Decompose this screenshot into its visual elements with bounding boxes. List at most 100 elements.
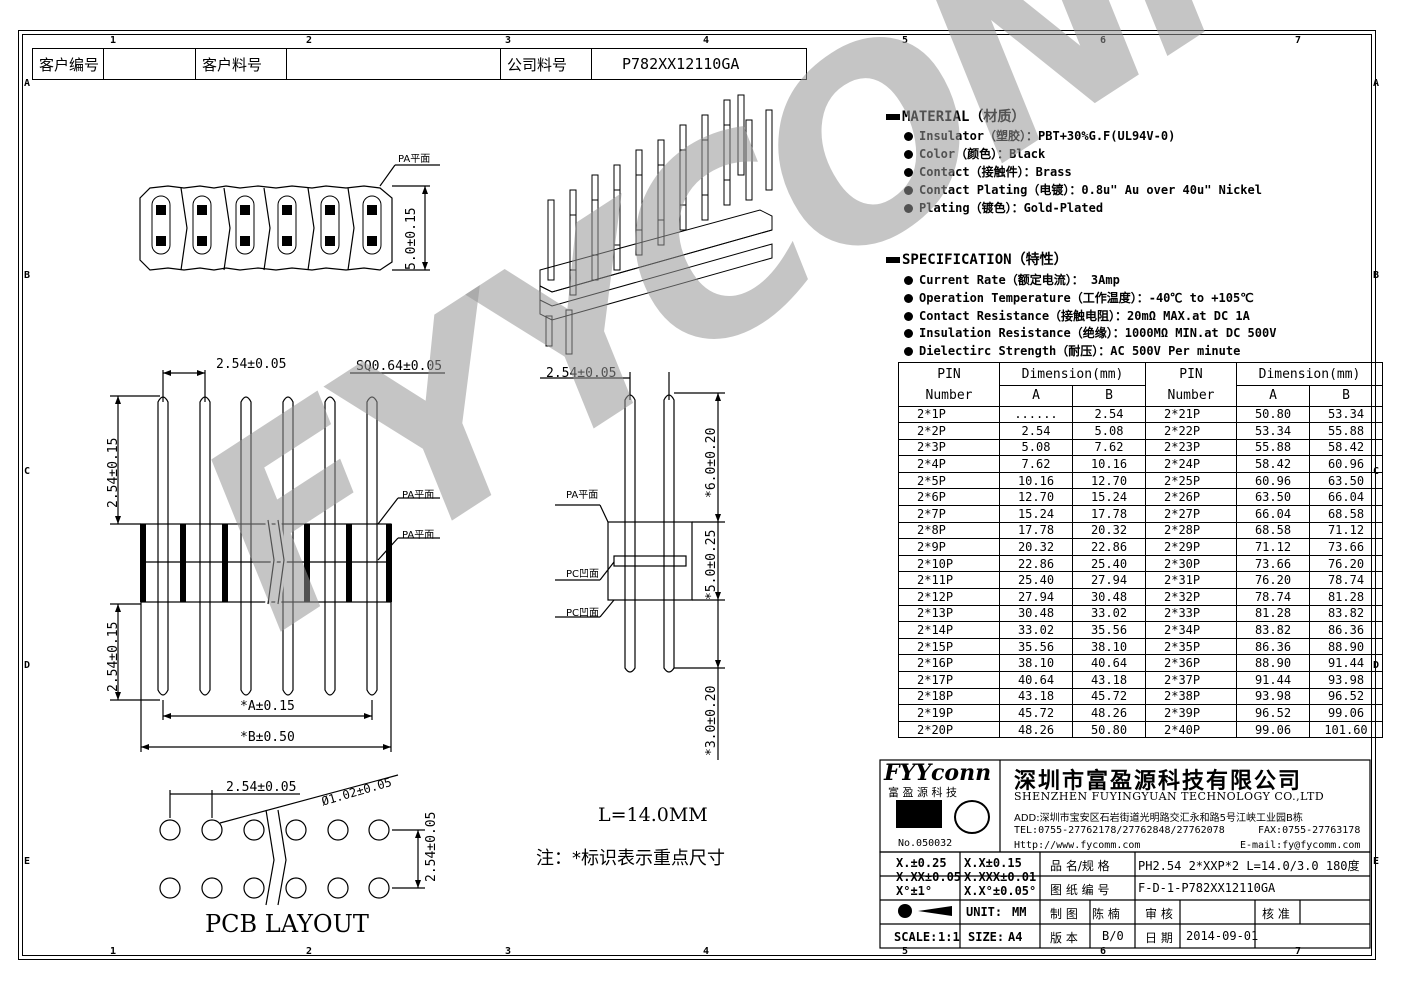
- zone-row-c: C: [24, 466, 31, 477]
- th-number-2: Number: [1145, 385, 1237, 407]
- spec-item: Current Rate（额定电流）： 3Amp: [904, 271, 1120, 288]
- tolerance-2: X.X±0.15: [964, 856, 1022, 870]
- company-part-value: P782XX12110GA: [591, 48, 807, 80]
- table-cell: 53.34: [1236, 422, 1310, 440]
- table-cell: 40.64: [999, 671, 1073, 689]
- pa-face-label-3: PA平面: [402, 530, 435, 541]
- table-cell: 55.88: [1309, 422, 1383, 440]
- material-section: MATERIAL（材质）: [886, 106, 1025, 126]
- material-item: Color（颜色）：Black: [904, 145, 1045, 162]
- zone-row-a: A: [24, 78, 31, 89]
- front-view: [110, 370, 445, 752]
- table-cell: 101.60: [1309, 720, 1383, 739]
- zone-col-7-bottom: 7: [1295, 946, 1302, 957]
- dim-3-0: *3.0±0.20: [704, 685, 719, 756]
- table-cell: 22.86: [1072, 538, 1146, 556]
- zone-row-e: E: [24, 856, 31, 867]
- company-tel: TEL:0755-27762178/27762848/27762078: [1014, 825, 1225, 836]
- dim-pitch-front: 2.54±0.05: [216, 357, 287, 372]
- table-cell: 2*2P: [898, 422, 1000, 440]
- company-name-cn: 深圳市富盈源科技有限公司: [1014, 769, 1303, 794]
- dim-a: *A±0.15: [240, 699, 295, 714]
- table-cell: 99.06: [1236, 720, 1310, 739]
- material-item: Contact（接触件）：Brass: [904, 163, 1072, 180]
- table-cell: 2*12P: [898, 588, 1000, 606]
- unit-label: UNIT:: [966, 905, 1003, 919]
- zone-row-e-right: E: [1373, 856, 1380, 867]
- tolerance-1: X.±0.25: [896, 856, 947, 870]
- zone-col-3-bottom: 3: [505, 946, 512, 957]
- drafter-label: 制 图: [1050, 907, 1078, 921]
- zone-col-5-bottom: 5: [902, 946, 909, 957]
- zone-col-2: 2: [306, 35, 313, 46]
- name-spec-value: PH2.54 2*XXP*2 L=14.0/3.0 180度: [1138, 859, 1360, 873]
- table-cell: 2*4P: [898, 455, 1000, 473]
- moody-cert-logo: [896, 800, 942, 828]
- zone-col-6-bottom: 6: [1100, 946, 1107, 957]
- th-b-2: B: [1309, 385, 1383, 407]
- spec-item: Dielectirc Strength（耐压）：AC 500V Per minu…: [904, 342, 1240, 359]
- pcb-layout: [159, 774, 425, 906]
- pc-face-label-2: PC凹面: [566, 608, 600, 619]
- table-cell: 2*14P: [898, 621, 1000, 639]
- dim-2-54-upper: 2.54±0.15: [106, 437, 121, 508]
- zone-col-1-bottom: 1: [110, 946, 117, 957]
- company-fax: FAX:0755-27763178: [1258, 825, 1361, 836]
- date-label: 日 期: [1145, 931, 1173, 945]
- specification-title: SPECIFICATION（特性）: [902, 252, 1068, 268]
- front-view-pins: [157, 396, 378, 696]
- table-cell: 50.80: [1236, 405, 1310, 424]
- dim-sq: SQ0.64±0.05: [356, 359, 443, 374]
- dim-pitch-side: 2.54±0.05: [546, 366, 617, 381]
- side-view: [540, 372, 725, 760]
- material-item: Contact Plating（电镀）：0.8u" Au over 40u" N…: [904, 181, 1262, 198]
- table-cell: 86.36: [1309, 621, 1383, 639]
- table-cell: 91.44: [1309, 654, 1383, 672]
- dim-2-54-lower: 2.54±0.15: [106, 621, 121, 692]
- size-label: SIZE:: [968, 930, 1005, 944]
- version-value: B/0: [1102, 929, 1124, 943]
- table-cell: 20.32: [1072, 521, 1146, 540]
- table-cell: 73.66: [1309, 538, 1383, 556]
- cert-number: No.050032: [898, 838, 953, 849]
- table-cell: 2*32P: [1145, 588, 1237, 606]
- bullet-bar: [886, 114, 900, 120]
- zone-col-7: 7: [1295, 35, 1302, 46]
- top-view-pins: [156, 205, 377, 246]
- table-cell: 38.10: [1072, 637, 1146, 656]
- table-cell: 53.34: [1309, 405, 1383, 424]
- table-cell: 2*38P: [1145, 687, 1237, 706]
- dim-2-54-pcb: 2.54±0.05: [424, 811, 439, 882]
- table-cell: 35.56: [999, 637, 1073, 656]
- tolerance-5: X°±1°: [896, 884, 933, 898]
- zone-col-4-bottom: 4: [703, 946, 710, 957]
- table-cell: 20.32: [999, 538, 1073, 556]
- pa-face-label: PA平面: [398, 154, 431, 165]
- table-cell: 2*28P: [1145, 521, 1237, 540]
- table-cell: 25.40: [999, 571, 1073, 590]
- dim-5-0: 5.0±0.15: [404, 207, 419, 270]
- table-cell: 30.48: [999, 604, 1073, 623]
- zone-col-6: 6: [1100, 35, 1107, 46]
- material-item: Insulator（塑胶）：PBT+30%G.F(UL94V-0): [904, 127, 1175, 144]
- tolerance-6: X.X°±0.05°: [964, 884, 1037, 898]
- table-cell: 2*39P: [1145, 704, 1237, 722]
- date-value: 2014-09-01: [1186, 929, 1259, 943]
- table-cell: 76.20: [1236, 571, 1310, 590]
- company-email[interactable]: E-mail:fy@fycomm.com: [1240, 840, 1361, 851]
- table-cell: 81.28: [1309, 588, 1383, 606]
- table-cell: 2*27P: [1145, 505, 1237, 523]
- dim-5-0-side: *5.0±0.25: [704, 529, 719, 600]
- dim-pitch-pcb: 2.54±0.05: [226, 780, 297, 795]
- table-cell: 2*25P: [1145, 471, 1237, 490]
- table-cell: 86.36: [1236, 637, 1310, 656]
- company-web[interactable]: Http://www.fycomm.com: [1014, 840, 1141, 851]
- scale-value: 1:1: [938, 930, 960, 944]
- company-name-en: SHENZHEN FUYINGYUAN TECHNOLOGY CO.,LTD: [1014, 790, 1325, 803]
- brand-logo: FYYconn: [884, 760, 992, 786]
- length-note: L=14.0MM: [598, 804, 708, 826]
